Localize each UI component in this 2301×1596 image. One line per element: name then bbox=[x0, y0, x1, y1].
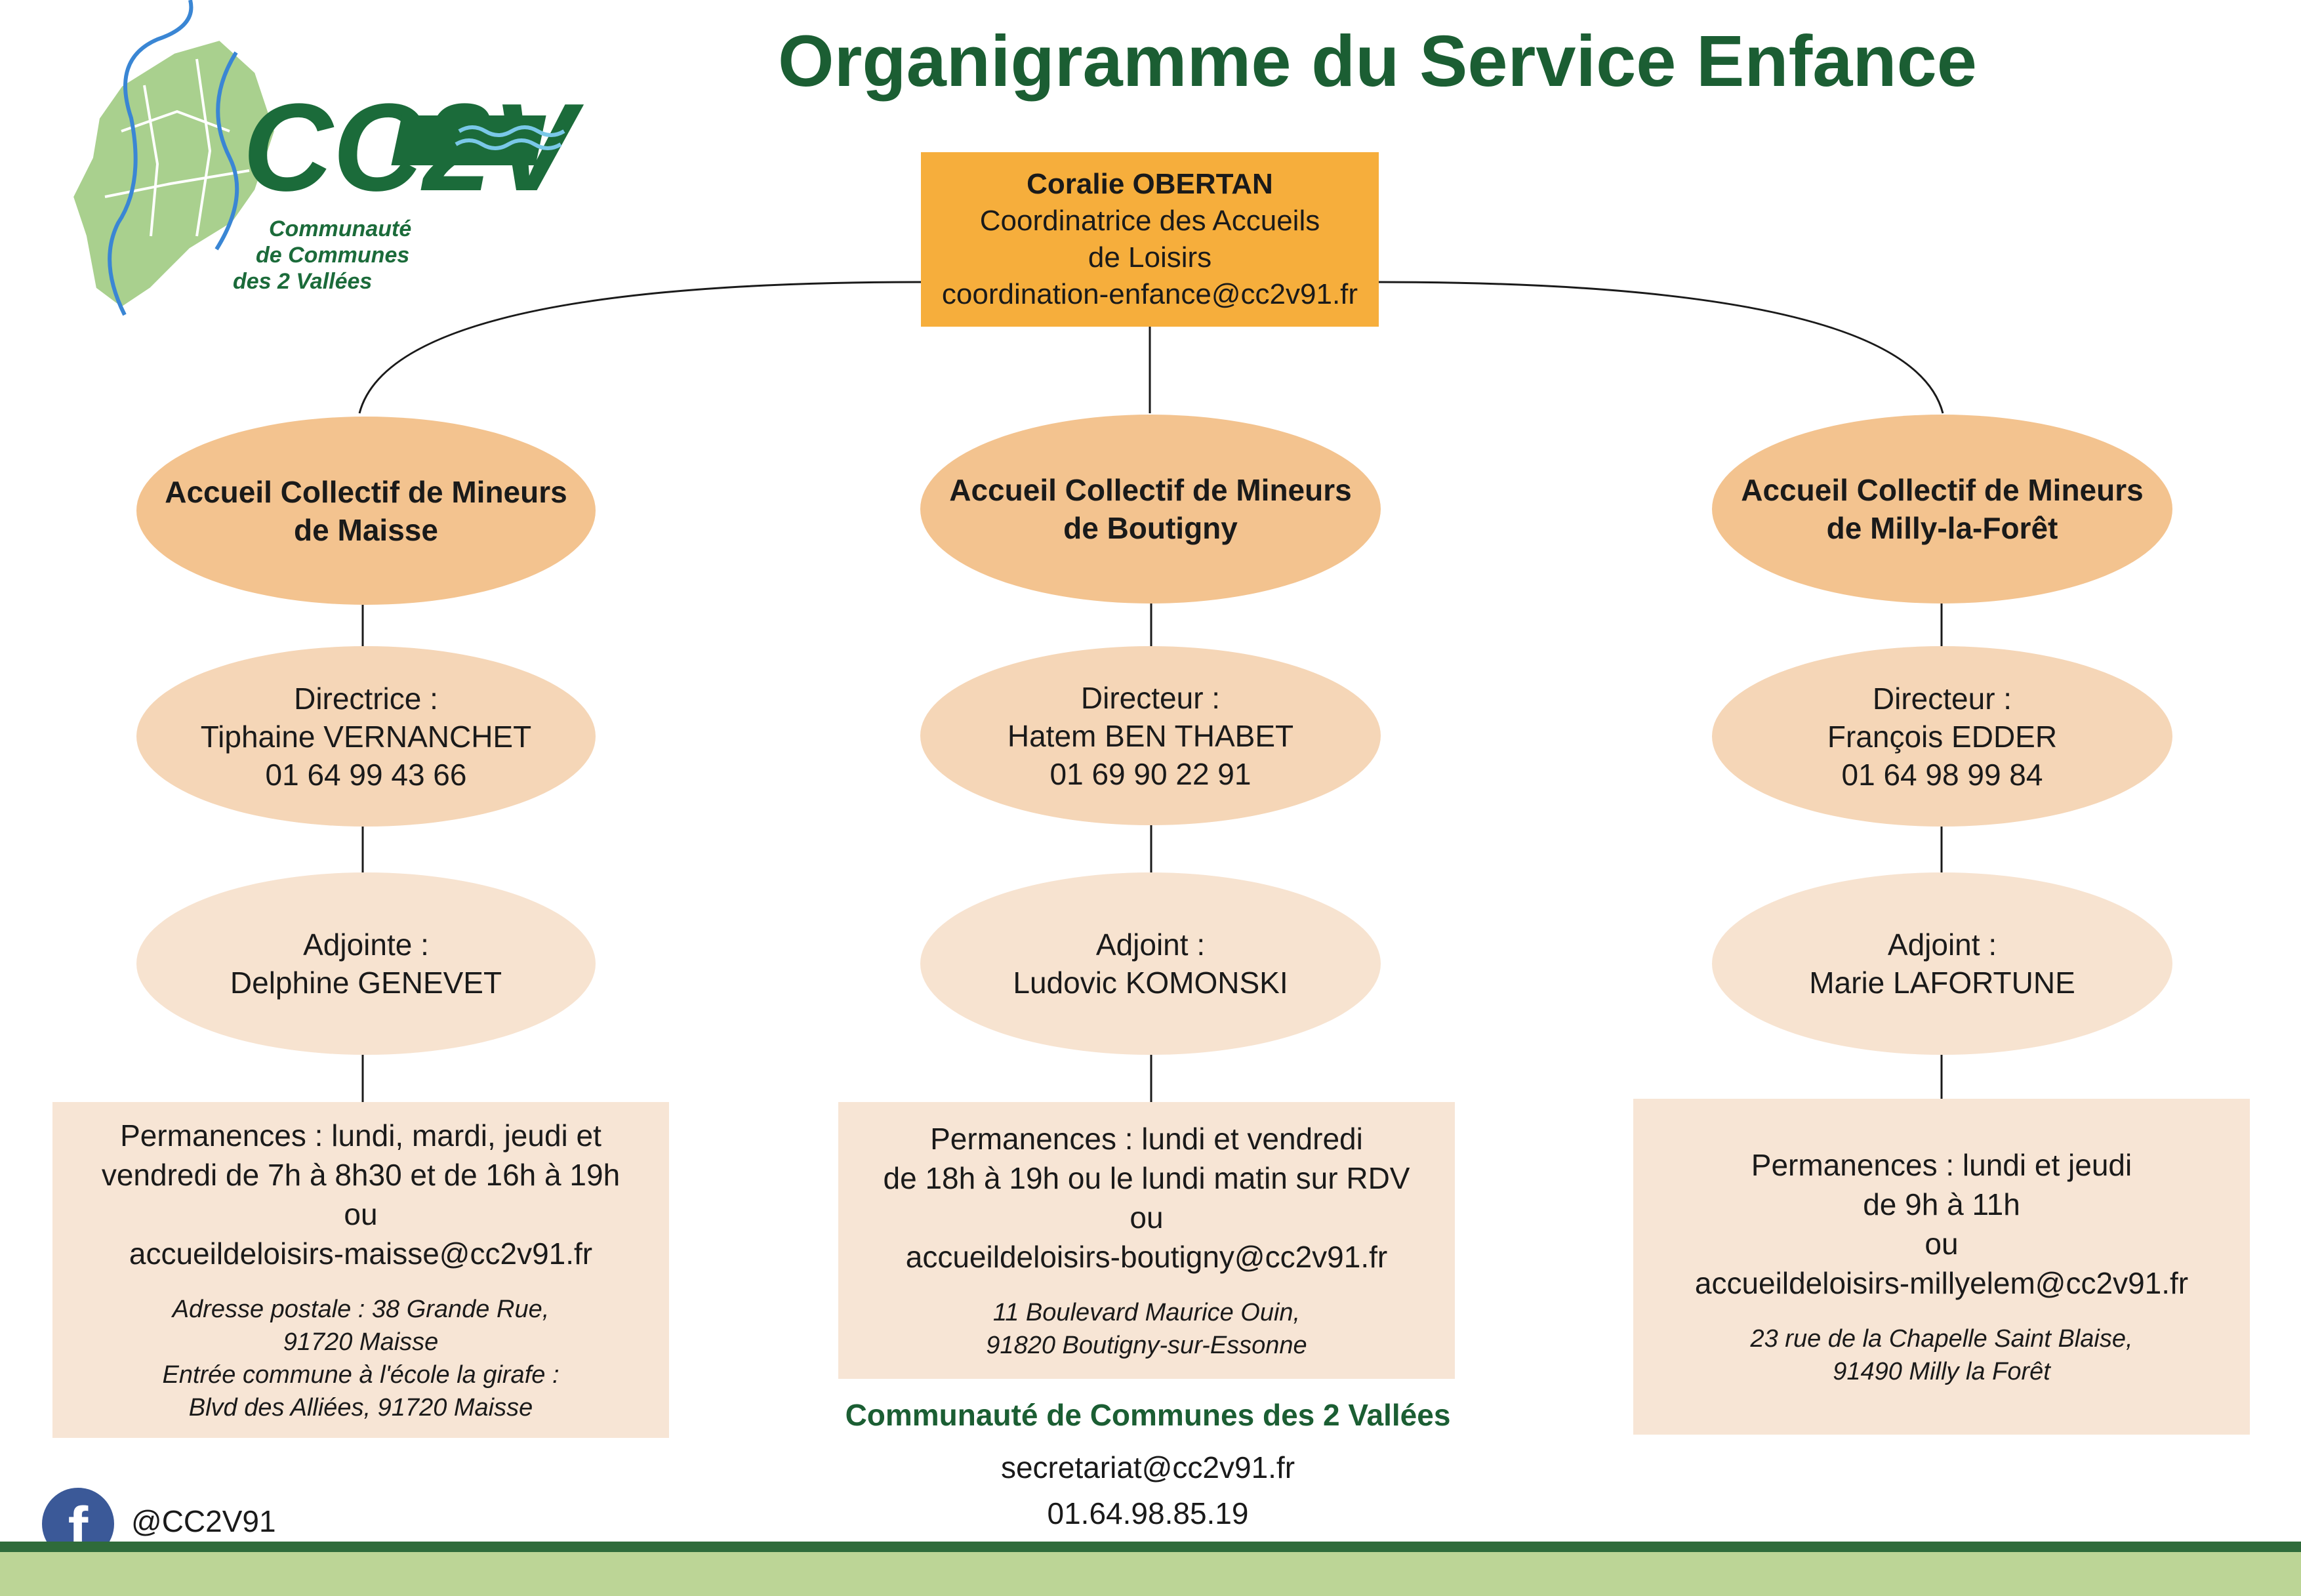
center-title-line2: de Maisse bbox=[294, 512, 438, 547]
address-line2: 91820 Boutigny-sur-Essonne bbox=[986, 1332, 1307, 1359]
deputy-label: Adjoint : bbox=[1095, 928, 1206, 962]
address-line2: 91720 Maisse bbox=[283, 1328, 439, 1356]
cc2v-logo: CC2V Communauté de Communes des 2 Vallée… bbox=[70, 0, 584, 316]
center-title-maisse: Accueil Collectif de Mineurs de Maisse bbox=[136, 417, 596, 605]
director-milly: Directeur : François EDDER 01 64 98 99 8… bbox=[1712, 646, 2172, 827]
facebook-handle[interactable]: @CC2V91 bbox=[131, 1504, 276, 1538]
address-line3: Entrée commune à l'école la girafe : bbox=[162, 1361, 560, 1389]
perm-line2: vendredi de 7h à 8h30 et de 16h à 19h bbox=[101, 1158, 621, 1192]
deputy-maisse: Adjointe : Delphine GENEVET bbox=[136, 872, 596, 1055]
director-name: François EDDER bbox=[1827, 719, 2058, 754]
deputy-label: Adjoint : bbox=[1887, 928, 1997, 962]
footer-band-light bbox=[0, 1552, 2301, 1596]
perm-email: accueildeloisirs-maisse@cc2v91.fr bbox=[129, 1237, 593, 1271]
center-title-line1: Accueil Collectif de Mineurs bbox=[949, 473, 1352, 507]
perm-or: ou bbox=[1130, 1200, 1164, 1235]
perm-line1: Permanences : lundi et jeudi bbox=[1751, 1148, 2132, 1182]
coordinator-role-line2: de Loisirs bbox=[1088, 241, 1212, 274]
address-line1: 11 Boulevard Maurice Ouin, bbox=[992, 1299, 1301, 1326]
perm-or: ou bbox=[1924, 1227, 1959, 1261]
permanences-milly: Permanences : lundi et jeudi de 9h à 11h… bbox=[1633, 1099, 2250, 1435]
logo-name-line3: des 2 Vallées bbox=[233, 269, 372, 294]
center-title-line1: Accueil Collectif de Mineurs bbox=[1741, 473, 2144, 507]
director-name: Hatem BEN THABET bbox=[1007, 718, 1294, 753]
footer-phone: 01.64.98.85.19 bbox=[1047, 1496, 1249, 1530]
perm-email: accueildeloisirs-millyelem@cc2v91.fr bbox=[1694, 1266, 2189, 1300]
coordinator-box: Coralie OBERTAN Coordinatrice des Accuei… bbox=[921, 152, 1379, 327]
director-boutigny: Directeur : Hatem BEN THABET 01 69 90 22… bbox=[920, 646, 1381, 825]
center-title-milly: Accueil Collectif de Mineurs de Milly-la… bbox=[1712, 415, 2172, 604]
coordinator-name: Coralie OBERTAN bbox=[1027, 168, 1273, 200]
center-title-line1: Accueil Collectif de Mineurs bbox=[165, 474, 567, 509]
center-title-line2: de Boutigny bbox=[1063, 511, 1238, 545]
perm-or: ou bbox=[344, 1197, 378, 1231]
perm-email: accueildeloisirs-boutigny@cc2v91.fr bbox=[905, 1240, 1388, 1274]
director-maisse: Directrice : Tiphaine VERNANCHET 01 64 9… bbox=[136, 646, 596, 827]
logo-name-line1: Communauté bbox=[269, 216, 411, 241]
director-label: Directrice : bbox=[294, 681, 438, 716]
deputy-label: Adjointe : bbox=[303, 928, 429, 962]
address-line1: Adresse postale : 38 Grande Rue, bbox=[172, 1296, 550, 1323]
director-label: Directeur : bbox=[1080, 680, 1221, 715]
deputy-name: Delphine GENEVET bbox=[230, 966, 502, 1000]
address-line1: 23 rue de la Chapelle Saint Blaise, bbox=[1750, 1325, 2133, 1353]
coordinator-role-line1: Coordinatrice des Accueils bbox=[979, 205, 1320, 237]
coordinator-email: coordination-enfance@cc2v91.fr bbox=[941, 278, 1358, 310]
director-phone: 01 64 98 99 84 bbox=[1841, 757, 2043, 792]
perm-line1: Permanences : lundi et vendredi bbox=[930, 1122, 1363, 1156]
footer-org-name: Communauté de Communes des 2 Vallées bbox=[845, 1398, 1451, 1432]
deputy-name: Ludovic KOMONSKI bbox=[1013, 966, 1288, 1000]
director-phone: 01 64 99 43 66 bbox=[265, 757, 467, 792]
address-line4: Blvd des Alliées, 91720 Maisse bbox=[188, 1394, 533, 1422]
director-label: Directeur : bbox=[1872, 681, 2012, 716]
permanences-maisse: Permanences : lundi, mardi, jeudi et ven… bbox=[52, 1102, 669, 1438]
deputy-milly: Adjoint : Marie LAFORTUNE bbox=[1712, 872, 2172, 1055]
logo-name-line2: de Communes bbox=[256, 243, 409, 268]
perm-line1: Permanences : lundi, mardi, jeudi et bbox=[120, 1118, 601, 1153]
director-phone: 01 69 90 22 91 bbox=[1049, 756, 1252, 791]
footer-email[interactable]: secretariat@cc2v91.fr bbox=[1000, 1450, 1295, 1484]
perm-line2: de 18h à 19h ou le lundi matin sur RDV bbox=[883, 1161, 1410, 1195]
page-title: Organigramme du Service Enfance bbox=[778, 21, 1977, 102]
permanences-boutigny: Permanences : lundi et vendredi de 18h à… bbox=[838, 1102, 1455, 1379]
director-name: Tiphaine VERNANCHET bbox=[200, 719, 532, 754]
deputy-name: Marie LAFORTUNE bbox=[1809, 966, 2075, 1000]
territory-map-icon bbox=[70, 37, 277, 310]
center-title-line2: de Milly-la-Forêt bbox=[1826, 511, 2058, 545]
perm-line2: de 9h à 11h bbox=[1863, 1187, 2020, 1221]
footer-band-dark bbox=[0, 1542, 2301, 1552]
river-icon bbox=[108, 0, 193, 316]
deputy-boutigny: Adjoint : Ludovic KOMONSKI bbox=[920, 872, 1381, 1055]
address-line2: 91490 Milly la Forêt bbox=[1833, 1358, 2050, 1385]
center-title-boutigny: Accueil Collectif de Mineurs de Boutigny bbox=[920, 415, 1381, 604]
